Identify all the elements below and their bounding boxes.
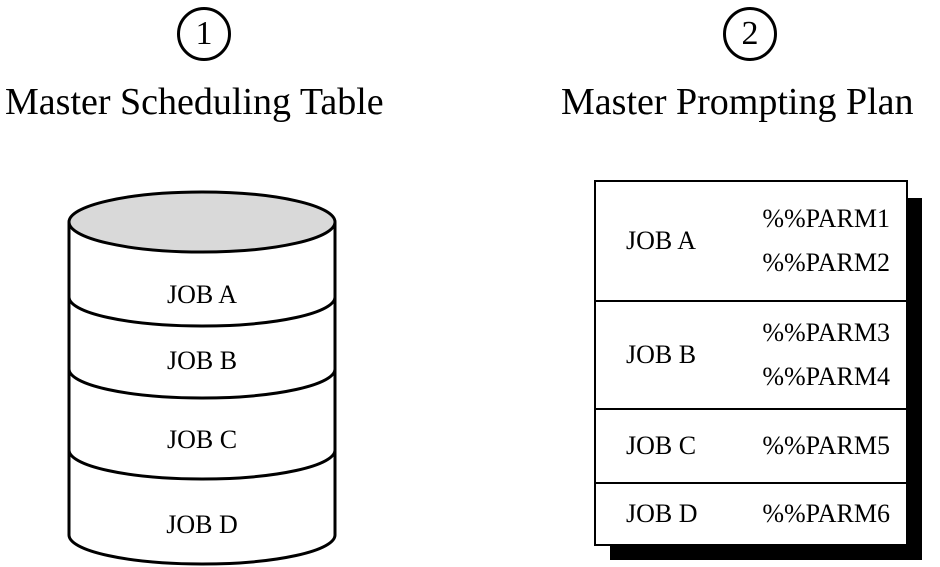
plan-job-label: JOB D: [626, 499, 698, 528]
plan-parm: %%PARM3: [762, 318, 890, 347]
step-2-number: 2: [741, 15, 759, 52]
plan-row-job-c: JOB C %%PARM5: [596, 408, 906, 482]
plan-row-job-b: JOB B %%PARM3 %%PARM4: [596, 300, 906, 408]
cylinder-divider-c-d: [67, 449, 337, 481]
plan-parm-list: %%PARM1 %%PARM2: [762, 204, 890, 278]
plan-parm: %%PARM1: [762, 204, 890, 233]
plan-parm: %%PARM2: [762, 248, 890, 277]
master-scheduling-table-panel: 1 Master Scheduling Table JOB A JOB B JO…: [0, 0, 440, 567]
plan-row-job-a: JOB A %%PARM1 %%PARM2: [596, 182, 906, 300]
scheduling-job-b: JOB B: [166, 346, 238, 375]
scheduling-job-d: JOB D: [166, 510, 238, 539]
plan-parm: %%PARM4: [762, 362, 890, 391]
scheduling-job-c: JOB C: [166, 425, 238, 454]
plan-parm-list: %%PARM3 %%PARM4: [762, 318, 890, 392]
prompting-plan-table: JOB A %%PARM1 %%PARM2 JOB B %%PARM3 %%PA…: [594, 180, 908, 546]
step-1-number: 1: [195, 15, 213, 52]
plan-parm: %%PARM6: [762, 499, 890, 528]
step-1-circle: 1: [177, 7, 231, 61]
plan-job-label: JOB C: [626, 431, 697, 460]
plan-row-job-d: JOB D %%PARM6: [596, 482, 906, 544]
plan-parm-list: %%PARM6: [762, 499, 890, 529]
step-2-circle: 2: [723, 7, 777, 61]
plan-job-label: JOB A: [626, 226, 697, 255]
plan-parm-list: %%PARM5: [762, 431, 890, 461]
database-cylinder-icon: [67, 190, 337, 566]
cylinder-body: [67, 222, 337, 566]
master-prompting-plan-title: Master Prompting Plan: [561, 81, 914, 123]
plan-parm: %%PARM5: [762, 431, 890, 460]
master-scheduling-table-title: Master Scheduling Table: [5, 81, 384, 123]
scheduling-job-a: JOB A: [166, 280, 238, 309]
cylinder-divider-a-b: [67, 296, 337, 328]
cylinder-top: [67, 190, 337, 254]
cylinder-divider-b-c: [67, 368, 337, 400]
plan-job-label: JOB B: [626, 340, 697, 369]
master-prompting-plan-panel: 2 Master Prompting Plan JOB A %%PARM1 %%…: [540, 0, 940, 567]
